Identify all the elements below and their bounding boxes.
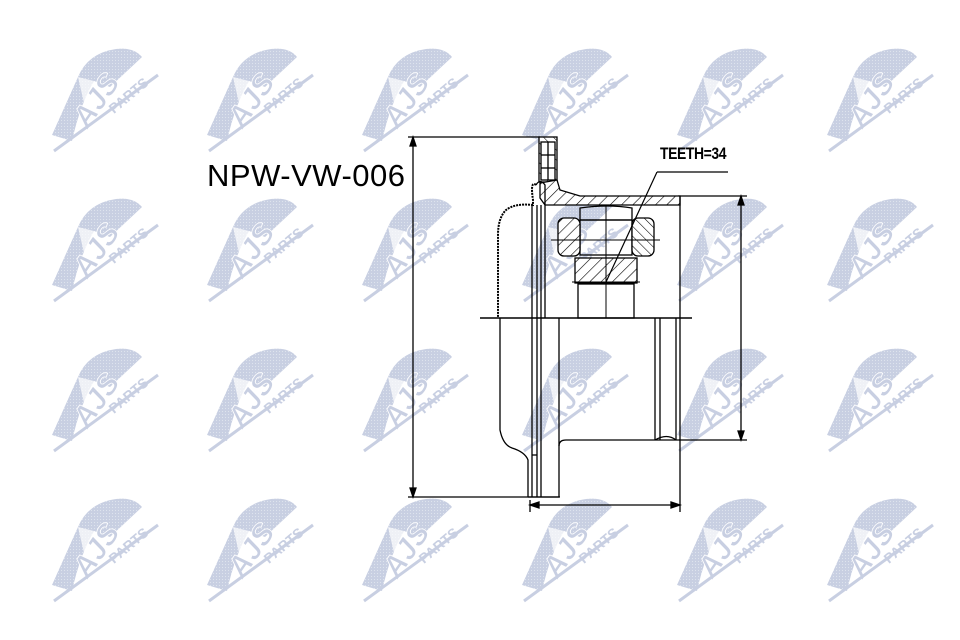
teeth-count-label: TEETH=34 xyxy=(660,144,727,163)
overall-height-dimension xyxy=(408,134,560,500)
part-number-label: NPW-VW-006 xyxy=(207,158,406,193)
drawing-lines xyxy=(408,134,747,512)
bottom-width-dimension xyxy=(527,440,683,512)
right-height-dimension xyxy=(678,193,747,443)
